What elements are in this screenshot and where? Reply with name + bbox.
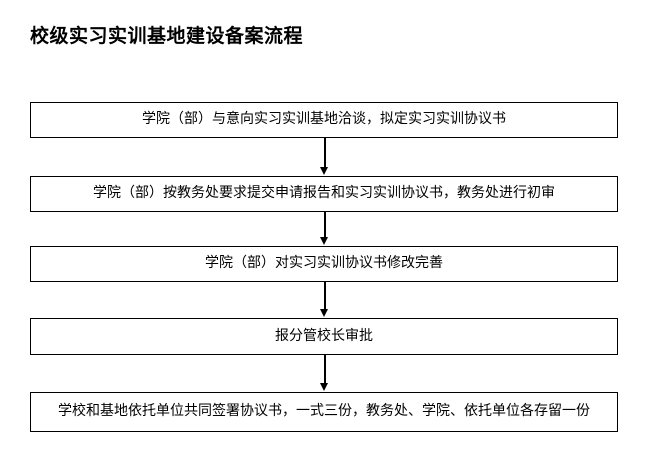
arrowhead-down-icon bbox=[320, 309, 328, 317]
connector-line bbox=[324, 355, 326, 384]
flow-connector-4-to-5 bbox=[320, 355, 329, 392]
flow-node-label: 学院（部）对实习实训协议书修改完善 bbox=[205, 254, 443, 270]
flow-node-step-4: 报分管校长审批 bbox=[30, 318, 618, 355]
connector-line bbox=[324, 212, 326, 238]
connector-line bbox=[324, 282, 326, 310]
flow-connector-1-to-2 bbox=[320, 138, 329, 176]
arrowhead-down-icon bbox=[320, 237, 328, 245]
flow-node-label: 学院（部）与意向实习实训基地洽谈，拟定实习实训协议书 bbox=[142, 110, 506, 126]
arrowhead-down-icon bbox=[320, 167, 328, 175]
flow-node-label: 学校和基地依托单位共同签署协议书，一式三份，教务处、学院、依托单位各存留一份 bbox=[58, 402, 590, 418]
page-title: 校级实习实训基地建设备案流程 bbox=[30, 26, 304, 47]
flow-node-step-5: 学校和基地依托单位共同签署协议书，一式三份，教务处、学院、依托单位各存留一份 bbox=[30, 392, 618, 432]
connector-line bbox=[324, 138, 326, 168]
flow-connector-2-to-3 bbox=[320, 212, 329, 246]
flow-node-step-1: 学院（部）与意向实习实训基地洽谈，拟定实习实训协议书 bbox=[30, 102, 618, 138]
flow-node-step-2: 学院（部）按教务处要求提交申请报告和实习实训协议书，教务处进行初审 bbox=[30, 176, 618, 212]
flow-node-label: 学院（部）按教务处要求提交申请报告和实习实训协议书，教务处进行初审 bbox=[93, 184, 555, 200]
flow-node-step-3: 学院（部）对实习实训协议书修改完善 bbox=[30, 246, 618, 282]
flow-connector-3-to-4 bbox=[320, 282, 329, 318]
flow-node-label: 报分管校长审批 bbox=[275, 326, 373, 343]
arrowhead-down-icon bbox=[320, 383, 328, 391]
